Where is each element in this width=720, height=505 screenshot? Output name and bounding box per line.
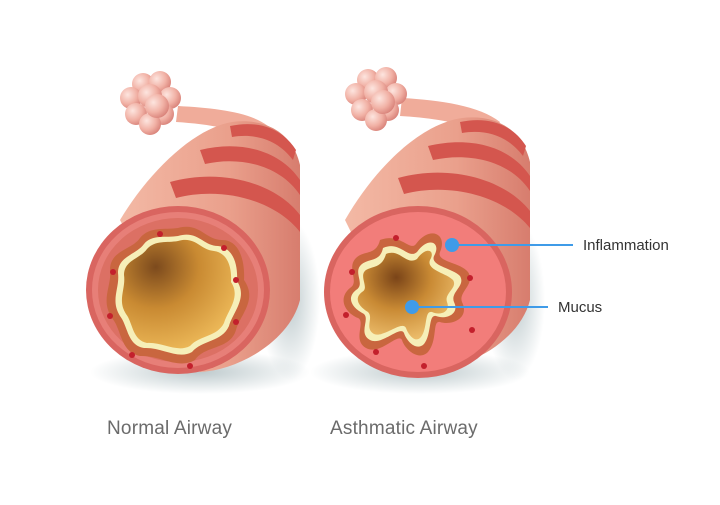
mucus-label: Mucus (558, 299, 603, 316)
alveoli-cluster-icon (345, 67, 407, 131)
mucus-pointer (405, 300, 548, 314)
inflammation-pointer (445, 238, 573, 252)
normal-airway-illustration (86, 71, 320, 394)
normal-airway-caption: Normal Airway (107, 418, 233, 439)
asthmatic-airway-caption: Asthmatic Airway (330, 418, 478, 439)
inflammation-label: Inflammation (583, 237, 669, 254)
alveoli-cluster-icon (120, 71, 181, 135)
asthmatic-airway-illustration (310, 67, 573, 394)
